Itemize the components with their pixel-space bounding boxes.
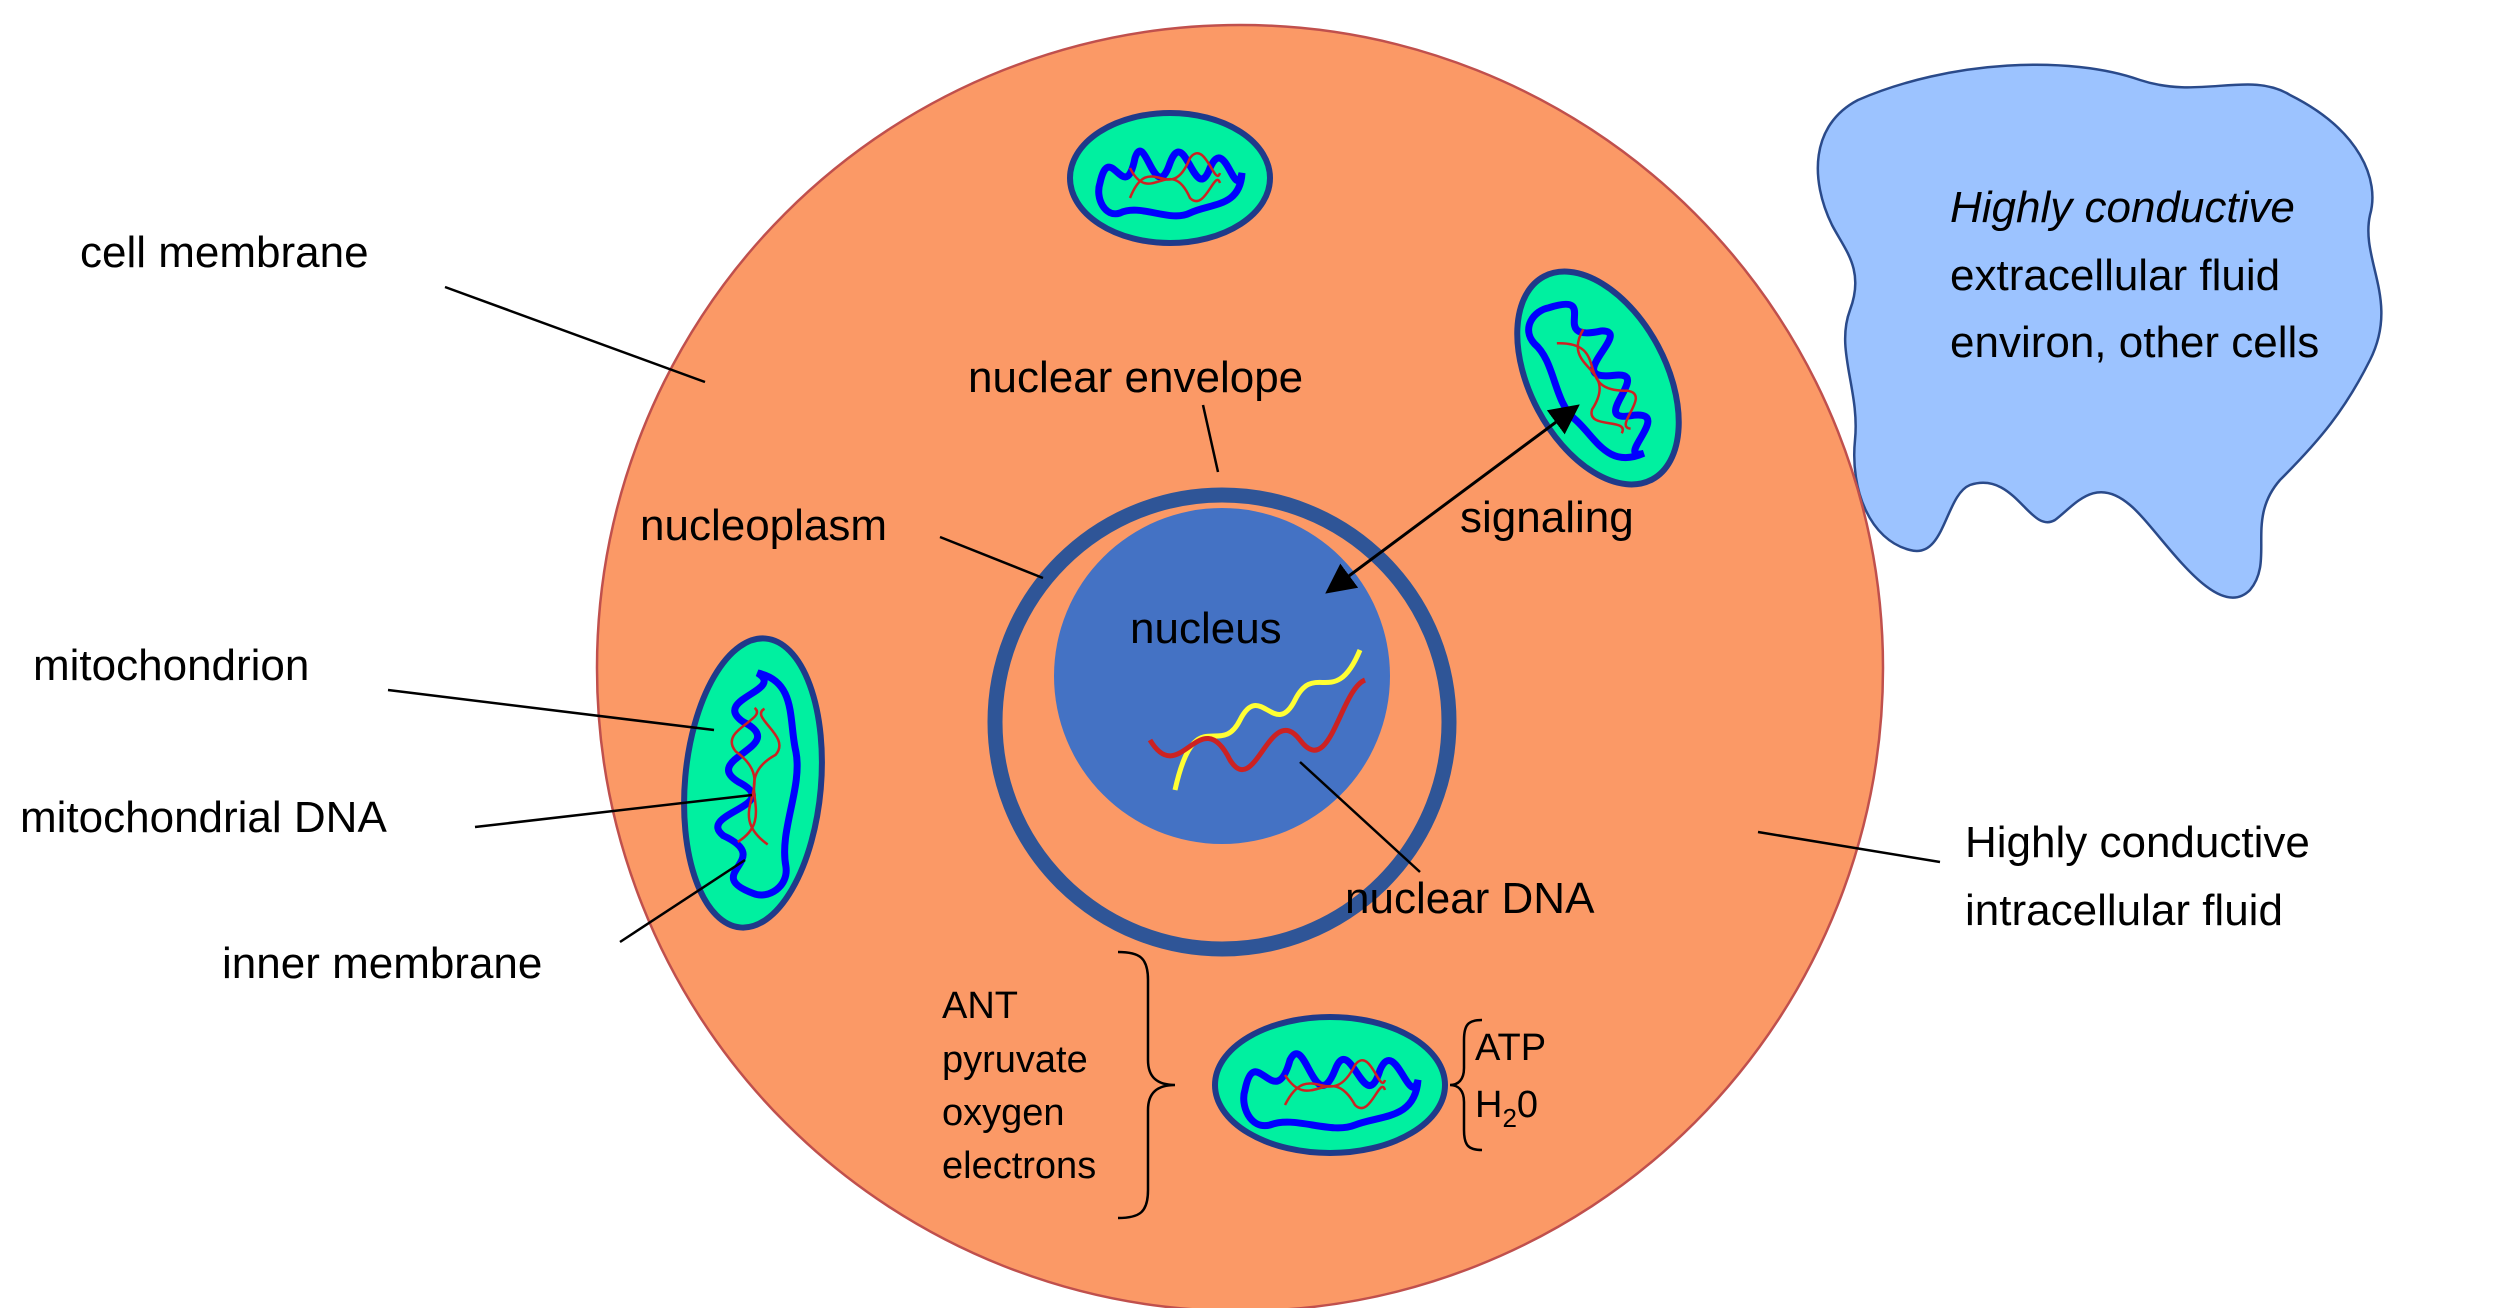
label-nucleoplasm: nucleoplasm	[640, 501, 887, 550]
nuclear-dna-helix	[1147, 649, 1367, 791]
inputs-list: ANT pyruvate oxygen electrons	[942, 985, 1098, 1187]
nucleus-body	[1054, 508, 1390, 844]
mitochondrion-top	[1067, 110, 1273, 246]
label-signaling: signaling	[1460, 493, 1634, 542]
leader-nuclear-envelope	[1201, 404, 1220, 473]
leader-nucleoplasm	[939, 535, 1044, 580]
input-pyruvate: pyruvate	[942, 1039, 1088, 1081]
input-electrons: electrons	[942, 1145, 1096, 1187]
leader-intracellular-fluid	[1757, 830, 1941, 864]
label-nuclear-envelope: nuclear envelope	[968, 353, 1303, 402]
label-intracellular-fluid: Highly conductive intracellular fluid	[1965, 818, 2322, 935]
leader-mitochondrial-dna	[474, 793, 753, 829]
label-inner-membrane: inner membrane	[222, 939, 542, 988]
input-oxygen: oxygen	[942, 1092, 1065, 1134]
label-extracellular-fluid: Highly conductive extracellular fluid en…	[1950, 183, 2319, 367]
leader-mitochondrion	[387, 688, 715, 732]
inputs-bracket	[1117, 950, 1176, 1220]
label-nucleus: nucleus	[1130, 604, 1282, 653]
output-atp: ATP	[1475, 1027, 1546, 1069]
signaling-arrow	[1325, 404, 1580, 594]
leader-cell-membrane	[444, 285, 706, 384]
nuclear-envelope-ring	[987, 487, 1457, 957]
mitochondrion-bottom	[1212, 1014, 1448, 1156]
extracellular-fluid-blob	[1816, 63, 2383, 599]
leader-inner-membrane	[619, 858, 746, 944]
input-ant: ANT	[942, 985, 1018, 1027]
label-nuclear-dna: nuclear DNA	[1345, 874, 1595, 923]
outputs-bracket	[1449, 1018, 1483, 1152]
output-water: H20	[1475, 1084, 1538, 1133]
leader-nuclear-dna	[1299, 761, 1421, 873]
label-mitochondrion: mitochondrion	[33, 641, 309, 690]
label-cell-membrane: cell membrane	[80, 228, 369, 277]
mitochondrion-left	[681, 635, 825, 931]
label-mitochondrial-dna: mitochondrial DNA	[20, 793, 387, 842]
